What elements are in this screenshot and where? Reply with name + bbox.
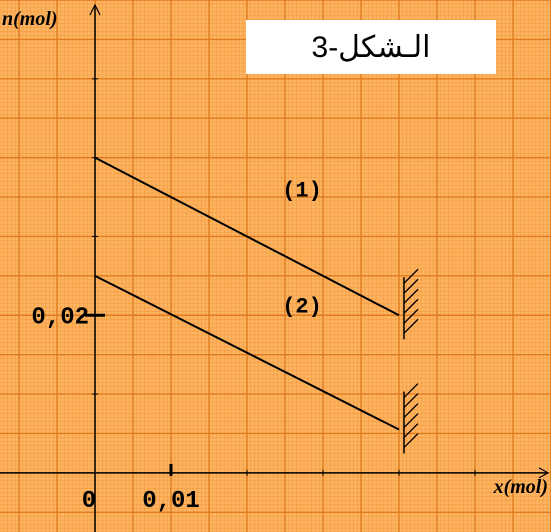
hatch-stroke xyxy=(403,393,419,409)
hatch-stroke xyxy=(403,403,419,419)
hatch-stroke xyxy=(403,423,419,439)
hatch-stroke xyxy=(403,308,419,324)
hatch-stroke xyxy=(403,383,419,399)
x-axis-label: x(mol) xyxy=(493,476,548,498)
hatch-stroke xyxy=(403,268,419,284)
series-line-2 xyxy=(94,274,400,431)
title-box-background xyxy=(246,20,496,74)
figure-title: الـشكل-3 xyxy=(312,31,431,64)
series-layer: (1) (2) xyxy=(94,156,400,431)
y-axis-arrow-icon xyxy=(89,3,101,16)
x-axis-arrow-icon xyxy=(538,467,550,479)
hatch-stroke xyxy=(403,433,419,449)
hatch-marks xyxy=(403,268,419,454)
series-line-1 xyxy=(94,156,400,317)
series-label-1: (1) xyxy=(282,178,322,203)
y-tick-label: 0,02 xyxy=(31,304,89,331)
hatch-group-1 xyxy=(403,268,419,340)
figure-title-box: الـشكل-3 xyxy=(246,20,496,74)
x-axis xyxy=(0,467,550,479)
y-axis xyxy=(89,3,101,532)
hatch-stroke xyxy=(403,318,419,334)
origin-label: 0 xyxy=(82,488,96,515)
series-label-2: (2) xyxy=(282,295,322,320)
hatch-stroke xyxy=(403,413,419,429)
hatch-stroke xyxy=(403,278,419,294)
hatch-stroke xyxy=(403,288,419,304)
y-axis-label: n(mol) xyxy=(2,8,58,30)
hatch-stroke xyxy=(403,298,419,314)
hatch-group-2 xyxy=(403,383,419,454)
x-tick-label: 0,01 xyxy=(142,488,200,515)
